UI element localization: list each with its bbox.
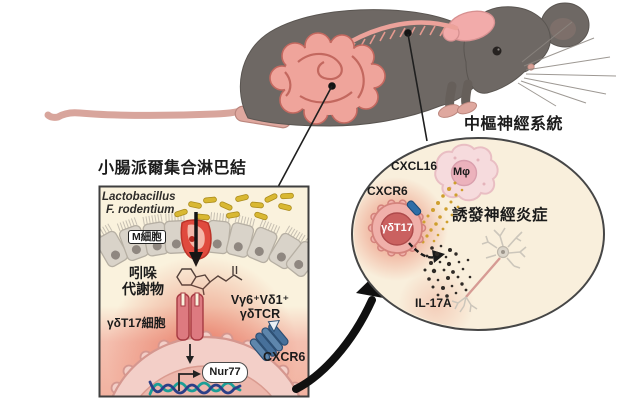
macrophage-icon <box>434 143 499 202</box>
mouse-eye <box>492 46 502 56</box>
chemokine-dots-icon <box>415 181 464 244</box>
metabolite-line2: 代謝物 <box>122 281 164 298</box>
tcr-line1: Vγ6⁺Vδ1⁺ <box>230 293 290 307</box>
mouse-eye-highlight <box>497 48 500 51</box>
neuron-axon <box>465 257 501 298</box>
dna-icon <box>148 380 242 396</box>
gut-panel-title: 小腸派爾集合淋巴結 <box>98 160 247 177</box>
inflammation-label: 誘發神經炎症 <box>452 207 549 224</box>
il17a-label: IL-17A <box>415 296 452 310</box>
t17-cns-label: γδT17 <box>381 222 413 234</box>
leader-lines <box>277 33 428 188</box>
cns-panel <box>351 137 605 331</box>
leader-line-cns <box>407 33 428 142</box>
neuron-terminal <box>451 296 478 313</box>
t17-cell-label: γδT17細胞 <box>107 316 166 330</box>
tcr-line2: γδTCR <box>239 307 281 322</box>
cxcr6-cns-receptor-icon <box>406 200 422 216</box>
mouse-front-legs <box>437 79 478 118</box>
il17a-dots-icon <box>423 244 472 298</box>
spine-marker-dot <box>404 29 412 37</box>
m-cell-label: M細胞 <box>128 230 166 245</box>
t17-cns-cell-icon <box>367 199 427 257</box>
mouse-whiskers <box>517 21 617 107</box>
macrophage-label: Mφ <box>453 166 471 178</box>
transcription-arrow-icon <box>178 370 201 391</box>
nur77-label: Nur77 <box>209 366 241 379</box>
bacteria-icon <box>174 192 294 221</box>
cxcl16-label: CXCL16 <box>391 159 438 173</box>
leader-line-gut <box>277 85 333 188</box>
metabolite-line1: 吲哚 <box>129 265 157 281</box>
tcr-label: Vγ6⁺Vδ1⁺ γδTCR <box>224 293 296 322</box>
bacteria-name-line2: F. rodentium <box>106 204 175 216</box>
cns-label: 中樞神經系統 <box>464 116 564 133</box>
tcr-signal-arrow-icon <box>186 344 194 364</box>
macrophage-nucleus <box>450 159 478 187</box>
metabolite-label: 吲哚 代謝物 <box>112 265 174 297</box>
mouse-intestine-icon <box>269 32 386 125</box>
tcr-icon <box>176 292 204 341</box>
mouse-illustration <box>44 2 617 129</box>
bacteria-name-line1: Lactobacillus <box>102 191 176 203</box>
t17-cns-nucleus <box>380 212 414 246</box>
cxcr6-gut-label: CXCR6 <box>263 350 306 364</box>
cxcr6-cns-label: CXCR6 <box>367 184 408 198</box>
neuron-icon <box>451 227 527 313</box>
cxcr6-receptor-icon <box>249 319 289 362</box>
nur77-pill: Nur77 <box>202 362 248 383</box>
